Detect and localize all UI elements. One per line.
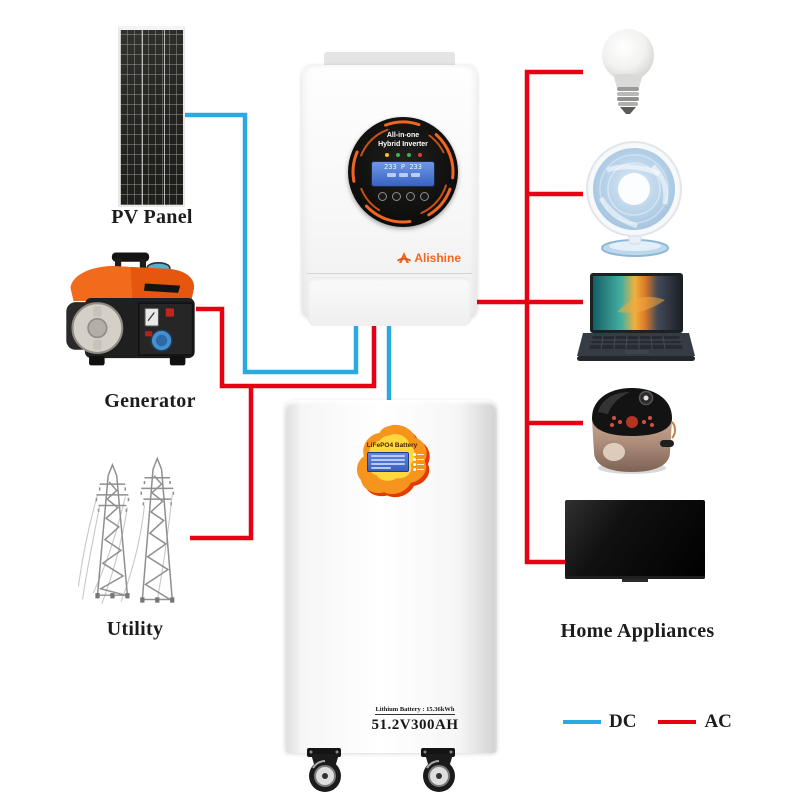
- ac-label: AC: [704, 711, 732, 732]
- inverter-buttons: [348, 192, 458, 201]
- caster-wheel-icon: [421, 748, 455, 792]
- connection-line-dc: [180, 112, 359, 375]
- brand-name: Alishine: [414, 251, 461, 265]
- battery-badge: LiFePO4 Battery: [353, 422, 431, 500]
- generator-label: Generator: [104, 390, 196, 412]
- rice-cooker-icon: [592, 388, 676, 474]
- battery-rating: 51.2V300AH: [371, 717, 459, 733]
- battery-spec: Lithium Battery : 15.36kWh 51.2V300AH: [355, 698, 475, 734]
- inverter-display: All-in-one Hybrid Inverter 233 P 233: [348, 117, 458, 227]
- led-green2: [406, 153, 411, 157]
- led-yellow: [384, 153, 389, 157]
- led-green: [395, 153, 400, 157]
- inverter-title: All-in-one Hybrid Inverter: [378, 132, 428, 148]
- legend: DC AC: [563, 711, 732, 733]
- battery-badge-title: LiFePO4 Battery: [366, 442, 418, 449]
- lifepo4-battery: LiFePO4 Battery Lithium Battery : 15.36k…: [285, 400, 497, 795]
- laptop-icon: [577, 273, 695, 361]
- caster-wheel-icon: [307, 748, 341, 792]
- pv-panel-label: PV Panel: [111, 206, 193, 228]
- connection-line-ac: [524, 69, 583, 565]
- battery-capacity-note: Lithium Battery : 15.36kWh: [375, 706, 455, 715]
- desk-fan-icon: [586, 141, 682, 257]
- connection-line-ac: [196, 306, 377, 389]
- tv-icon: [565, 500, 705, 582]
- inverter-button: [419, 192, 429, 201]
- inverter-button: [377, 192, 387, 201]
- brand-logo: Alishine: [397, 251, 461, 265]
- inverter-body: All-in-one Hybrid Inverter 233 P 233: [302, 65, 477, 326]
- inverter-divider: [307, 273, 472, 274]
- generator-icon: [66, 252, 195, 366]
- status-led-row: [348, 153, 458, 157]
- hybrid-inverter: All-in-one Hybrid Inverter 233 P 233: [302, 52, 477, 326]
- inverter-mount-bracket: [324, 52, 455, 68]
- ac-line-swatch: [658, 720, 697, 724]
- led-bulb-icon: [602, 29, 654, 114]
- brand-a-icon: [397, 252, 412, 263]
- home-appliances-label: Home Appliances: [560, 620, 715, 642]
- dc-line-swatch: [563, 720, 601, 724]
- utility-label: Utility: [106, 618, 164, 640]
- legend-item-dc: DC: [563, 711, 636, 733]
- led-red: [417, 153, 422, 157]
- utility-tower-icon: [78, 456, 175, 604]
- inverter-button: [405, 192, 415, 201]
- dc-label: DC: [609, 711, 637, 732]
- display-orange-rings: [351, 120, 455, 224]
- inverter-lower-panel: [308, 277, 471, 326]
- battery-indicator-list: [413, 453, 424, 473]
- inverter-lcd: 233 P 233: [371, 161, 435, 187]
- pv-panel-icon: [118, 26, 185, 207]
- inverter-button: [391, 192, 401, 201]
- legend-item-ac: AC: [658, 711, 732, 733]
- battery-lcd: [367, 452, 409, 472]
- connection-line-ac: [190, 386, 254, 541]
